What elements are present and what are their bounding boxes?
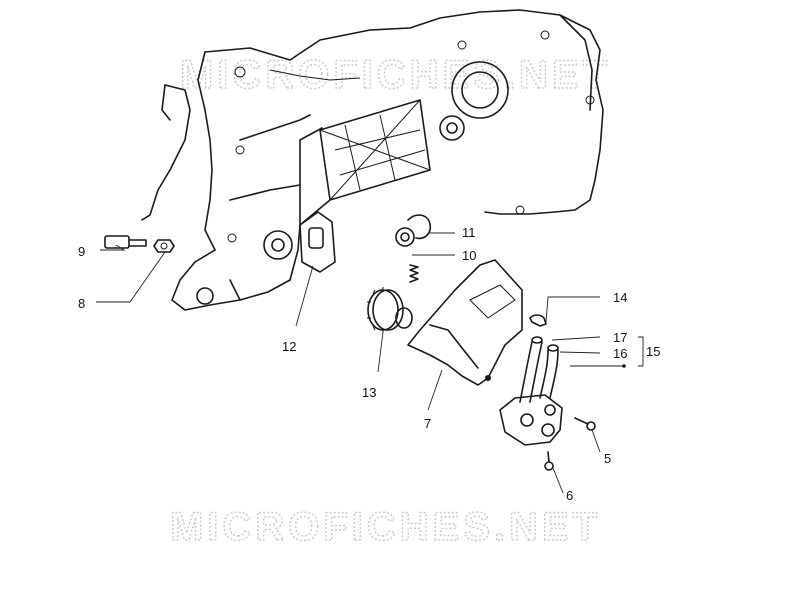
- part-10-small-gear: [395, 227, 415, 247]
- part-6-screw: [544, 451, 554, 471]
- callout-16: 16: [613, 346, 627, 361]
- part-7-chain-cover: [407, 259, 523, 386]
- part-14-clip: [529, 314, 547, 327]
- watermark-top: MICROFICHES.NET: [180, 53, 611, 97]
- callout-13: 13: [362, 385, 376, 400]
- callout-6: 6: [566, 488, 573, 503]
- part-11-spring-clip: [407, 214, 432, 240]
- callout-8: 8: [78, 296, 85, 311]
- callout-5: 5: [604, 451, 611, 466]
- callout-9: 9: [78, 244, 85, 259]
- callout-labels: 9 8 12 11 10 13 7 14 17 16 15 5 6: [78, 225, 660, 503]
- callout-14: 14: [613, 290, 627, 305]
- part-8-nut: [153, 239, 175, 253]
- spring: [409, 264, 419, 283]
- watermark-bottom: MICROFICHES.NET: [170, 505, 601, 549]
- part-12-chain-guide: [299, 211, 336, 273]
- callout-17: 17: [613, 330, 627, 345]
- callout-10: 10: [462, 248, 476, 263]
- oil-pump: [499, 394, 563, 446]
- callout-11: 11: [462, 225, 476, 240]
- part-13-drive-gear: [367, 287, 413, 333]
- callout-12: 12: [282, 339, 296, 354]
- callout-15: 15: [646, 344, 660, 359]
- callout-7: 7: [424, 416, 431, 431]
- leader-lines: [96, 232, 644, 494]
- part-9-bolt: [104, 235, 147, 249]
- parts-16-17-hoses: [519, 336, 559, 403]
- part-5-screw: [574, 417, 596, 431]
